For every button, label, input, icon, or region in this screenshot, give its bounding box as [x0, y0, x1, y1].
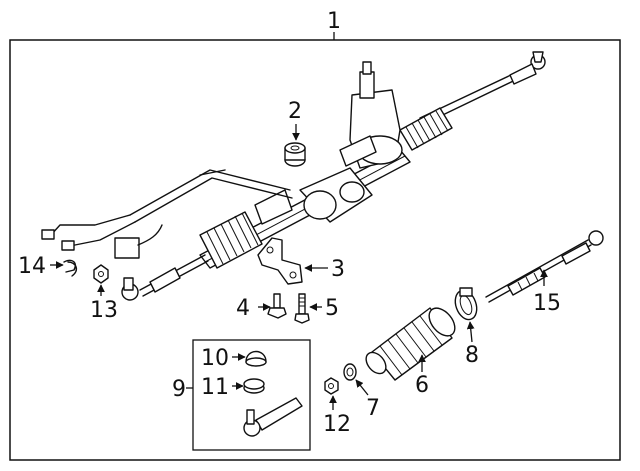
callout-4: 4 [236, 296, 250, 321]
callout-7-leader [355, 379, 369, 396]
steering-rack-assembly [41, 51, 546, 301]
part-13-nut [93, 264, 109, 284]
part-11-ring [243, 378, 265, 394]
part-15-inner-tie-rod [485, 230, 604, 303]
part-7-clamp [343, 363, 357, 381]
callout-6: 6 [415, 373, 429, 398]
callout-8-leader [466, 321, 475, 343]
callout-8: 8 [465, 343, 479, 368]
callout-1: 1 [327, 9, 341, 34]
callout-2: 2 [288, 99, 302, 124]
callout-15: 15 [533, 291, 561, 316]
callout-7: 7 [366, 396, 380, 421]
callout-10: 10 [201, 346, 229, 371]
part-8-clamp-ring [454, 287, 478, 321]
part-12-nut [324, 377, 339, 395]
part-5-bolt [294, 293, 310, 324]
part-9-kit-box [192, 339, 311, 451]
callout-14: 14 [18, 254, 46, 279]
part-6-bellows-boot [365, 307, 456, 381]
callout-5: 5 [325, 296, 339, 321]
part-10-dust-cap [245, 350, 267, 367]
part-2-grommet [284, 142, 306, 167]
part-3-bracket [257, 237, 303, 285]
callout-13: 13 [90, 298, 118, 323]
assembly-frame [9, 39, 621, 461]
part-4-bolt [267, 293, 287, 319]
callout-9: 9 [172, 377, 186, 402]
part-9-tie-rod-end [243, 397, 303, 437]
callout-3: 3 [331, 257, 345, 282]
callout-12: 12 [323, 412, 351, 437]
callout-11: 11 [201, 375, 229, 400]
part-14-clip [63, 259, 78, 277]
